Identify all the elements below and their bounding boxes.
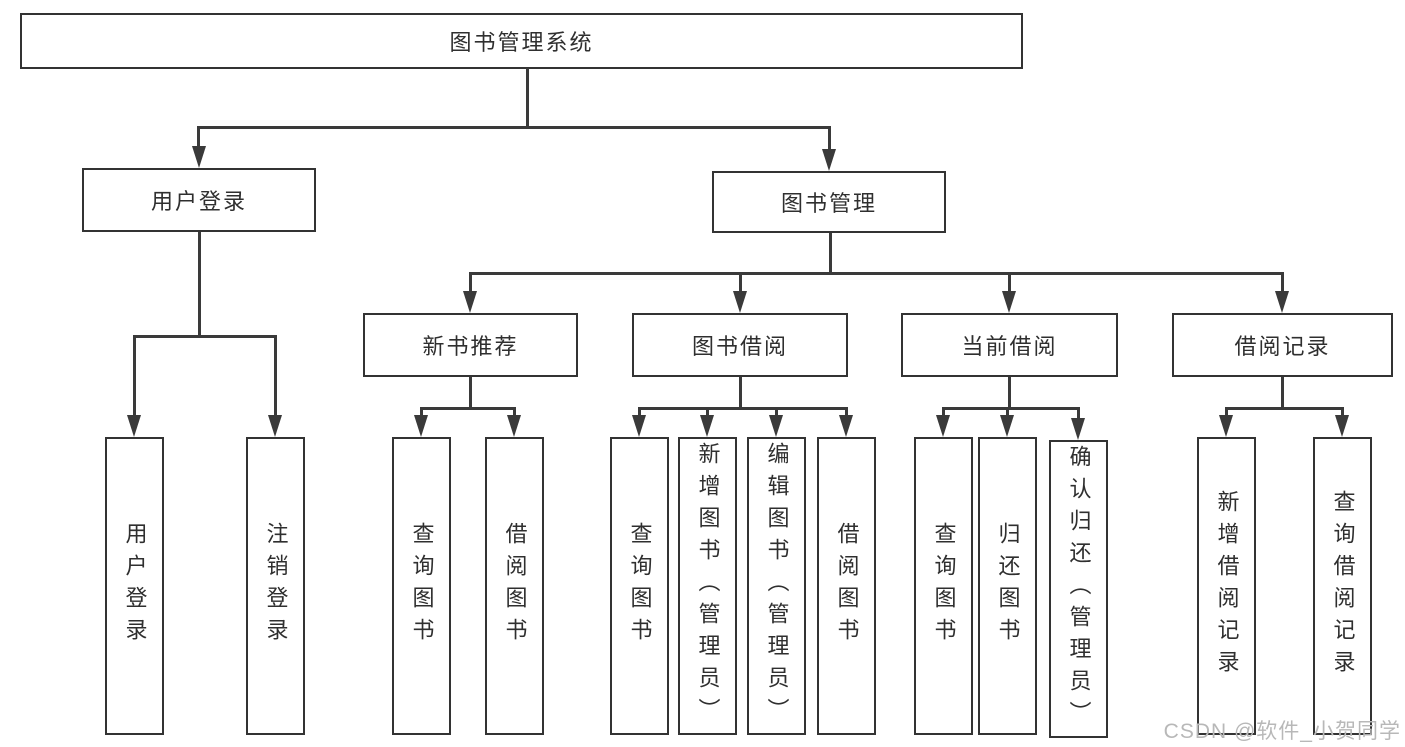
connector-to-leaf-user-login xyxy=(133,335,136,419)
arrowhead-new-book-rec xyxy=(463,291,477,313)
leaf-cb-return-book: 归还图书 xyxy=(978,437,1037,735)
node-book-borrow: 图书借阅 xyxy=(632,313,848,377)
connector-to-rec-borrow xyxy=(513,407,516,418)
connector-to-br-query xyxy=(1341,407,1344,418)
connector-book-borrow-hbar xyxy=(638,407,848,410)
connector-current-borrow-stem xyxy=(1008,377,1011,410)
connector-user-login-hbar xyxy=(133,335,277,338)
arrowhead-leaf-logout xyxy=(268,415,282,437)
connector-book-mgmt-stem xyxy=(829,233,832,275)
arrowhead-rec-borrow xyxy=(507,415,521,437)
node-user-login: 用户登录 xyxy=(82,168,316,232)
connector-to-borrow-record xyxy=(1281,272,1284,294)
connector-to-bb-add xyxy=(706,407,709,418)
leaf-bb-add-book: 新增图书（管理员） xyxy=(678,437,737,735)
leaf-cb-confirm-return: 确认归还（管理员） xyxy=(1049,440,1108,738)
connector-to-leaf-logout xyxy=(274,335,277,419)
connector-current-borrow-hbar xyxy=(942,407,1080,410)
connector-new-book-rec-stem xyxy=(469,377,472,410)
node-current-borrow-label: 当前借阅 xyxy=(961,334,1058,359)
leaf-cb-return-book-label: 归还图书 xyxy=(995,522,1021,650)
connector-to-current-borrow xyxy=(1008,272,1011,294)
node-book-mgmt: 图书管理 xyxy=(712,171,946,233)
leaf-logout-label: 注销登录 xyxy=(263,522,289,650)
connector-to-new-book-rec xyxy=(469,272,472,294)
node-new-book-rec-label: 新书推荐 xyxy=(422,334,519,359)
connector-to-bb-edit xyxy=(775,407,778,418)
leaf-br-add-record-label: 新增借阅记录 xyxy=(1214,490,1240,682)
leaf-bb-edit-book: 编辑图书（管理员） xyxy=(747,437,806,735)
leaf-bb-borrow-book: 借阅图书 xyxy=(817,437,876,735)
leaf-logout: 注销登录 xyxy=(246,437,305,735)
leaf-br-query-record-label: 查询借阅记录 xyxy=(1330,490,1356,682)
leaf-bb-query-book: 查询图书 xyxy=(610,437,669,735)
node-book-mgmt-label: 图书管理 xyxy=(780,191,877,216)
connector-book-borrow-stem xyxy=(739,377,742,410)
leaf-user-login: 用户登录 xyxy=(105,437,164,735)
connector-root-hbar xyxy=(197,126,831,129)
connector-to-bb-query xyxy=(638,407,641,418)
connector-to-br-add xyxy=(1225,407,1228,418)
leaf-user-login-label: 用户登录 xyxy=(122,522,148,650)
arrowhead-cb-return xyxy=(1000,415,1014,437)
leaf-rec-borrow-book-label: 借阅图书 xyxy=(502,522,528,650)
node-current-borrow: 当前借阅 xyxy=(901,313,1118,377)
leaf-bb-query-book-label: 查询图书 xyxy=(627,522,653,650)
connector-to-book-mgmt xyxy=(828,126,831,152)
leaf-cb-confirm-return-label: 确认归还（管理员） xyxy=(1066,445,1092,733)
leaf-rec-query-book: 查询图书 xyxy=(392,437,451,735)
connector-to-cb-query xyxy=(942,407,945,418)
connector-to-cb-return xyxy=(1006,407,1009,418)
connector-to-rec-query xyxy=(420,407,423,418)
node-root: 图书管理系统 xyxy=(20,13,1023,69)
arrowhead-bb-borrow xyxy=(839,415,853,437)
connector-book-mgmt-hbar xyxy=(469,272,1284,275)
arrowhead-bb-query xyxy=(632,415,646,437)
arrowhead-borrow-record xyxy=(1275,291,1289,313)
leaf-bb-add-book-label: 新增图书（管理员） xyxy=(695,442,721,730)
connector-borrow-record-hbar xyxy=(1225,407,1344,410)
arrowhead-book-borrow xyxy=(733,291,747,313)
node-new-book-rec: 新书推荐 xyxy=(363,313,578,377)
watermark-text: CSDN @软件_小贺同学 xyxy=(1163,720,1401,743)
connector-to-user-login xyxy=(197,126,200,150)
node-root-label: 图书管理系统 xyxy=(449,30,594,55)
leaf-br-query-record: 查询借阅记录 xyxy=(1313,437,1372,735)
node-borrow-record: 借阅记录 xyxy=(1172,313,1393,377)
arrowhead-rec-query xyxy=(414,415,428,437)
node-book-borrow-label: 图书借阅 xyxy=(691,334,788,359)
leaf-bb-edit-book-label: 编辑图书（管理员） xyxy=(764,442,790,730)
arrowhead-br-add xyxy=(1219,415,1233,437)
arrowhead-bb-edit xyxy=(769,415,783,437)
arrowhead-bb-add xyxy=(700,415,714,437)
connector-borrow-record-stem xyxy=(1281,377,1284,410)
connector-new-book-rec-hbar xyxy=(420,407,516,410)
arrowhead-br-query xyxy=(1335,415,1349,437)
leaf-br-add-record: 新增借阅记录 xyxy=(1197,437,1256,735)
connector-root-stem xyxy=(526,68,529,128)
leaf-rec-query-book-label: 查询图书 xyxy=(409,522,435,650)
node-user-login-label: 用户登录 xyxy=(150,189,247,214)
connector-user-login-stem xyxy=(198,232,201,338)
connector-to-cb-confirm xyxy=(1077,407,1080,421)
leaf-cb-query-book-label: 查询图书 xyxy=(931,522,957,650)
arrowhead-book-mgmt xyxy=(822,149,836,171)
leaf-rec-borrow-book: 借阅图书 xyxy=(485,437,544,735)
arrowhead-leaf-user-login xyxy=(127,415,141,437)
node-borrow-record-label: 借阅记录 xyxy=(1234,334,1331,359)
leaf-bb-borrow-book-label: 借阅图书 xyxy=(834,522,860,650)
arrowhead-cb-confirm xyxy=(1071,418,1085,440)
arrowhead-user-login xyxy=(192,146,206,168)
arrowhead-current-borrow xyxy=(1002,291,1016,313)
arrowhead-cb-query xyxy=(936,415,950,437)
connector-to-book-borrow xyxy=(739,272,742,294)
leaf-cb-query-book: 查询图书 xyxy=(914,437,973,735)
connector-to-bb-borrow xyxy=(845,407,848,418)
